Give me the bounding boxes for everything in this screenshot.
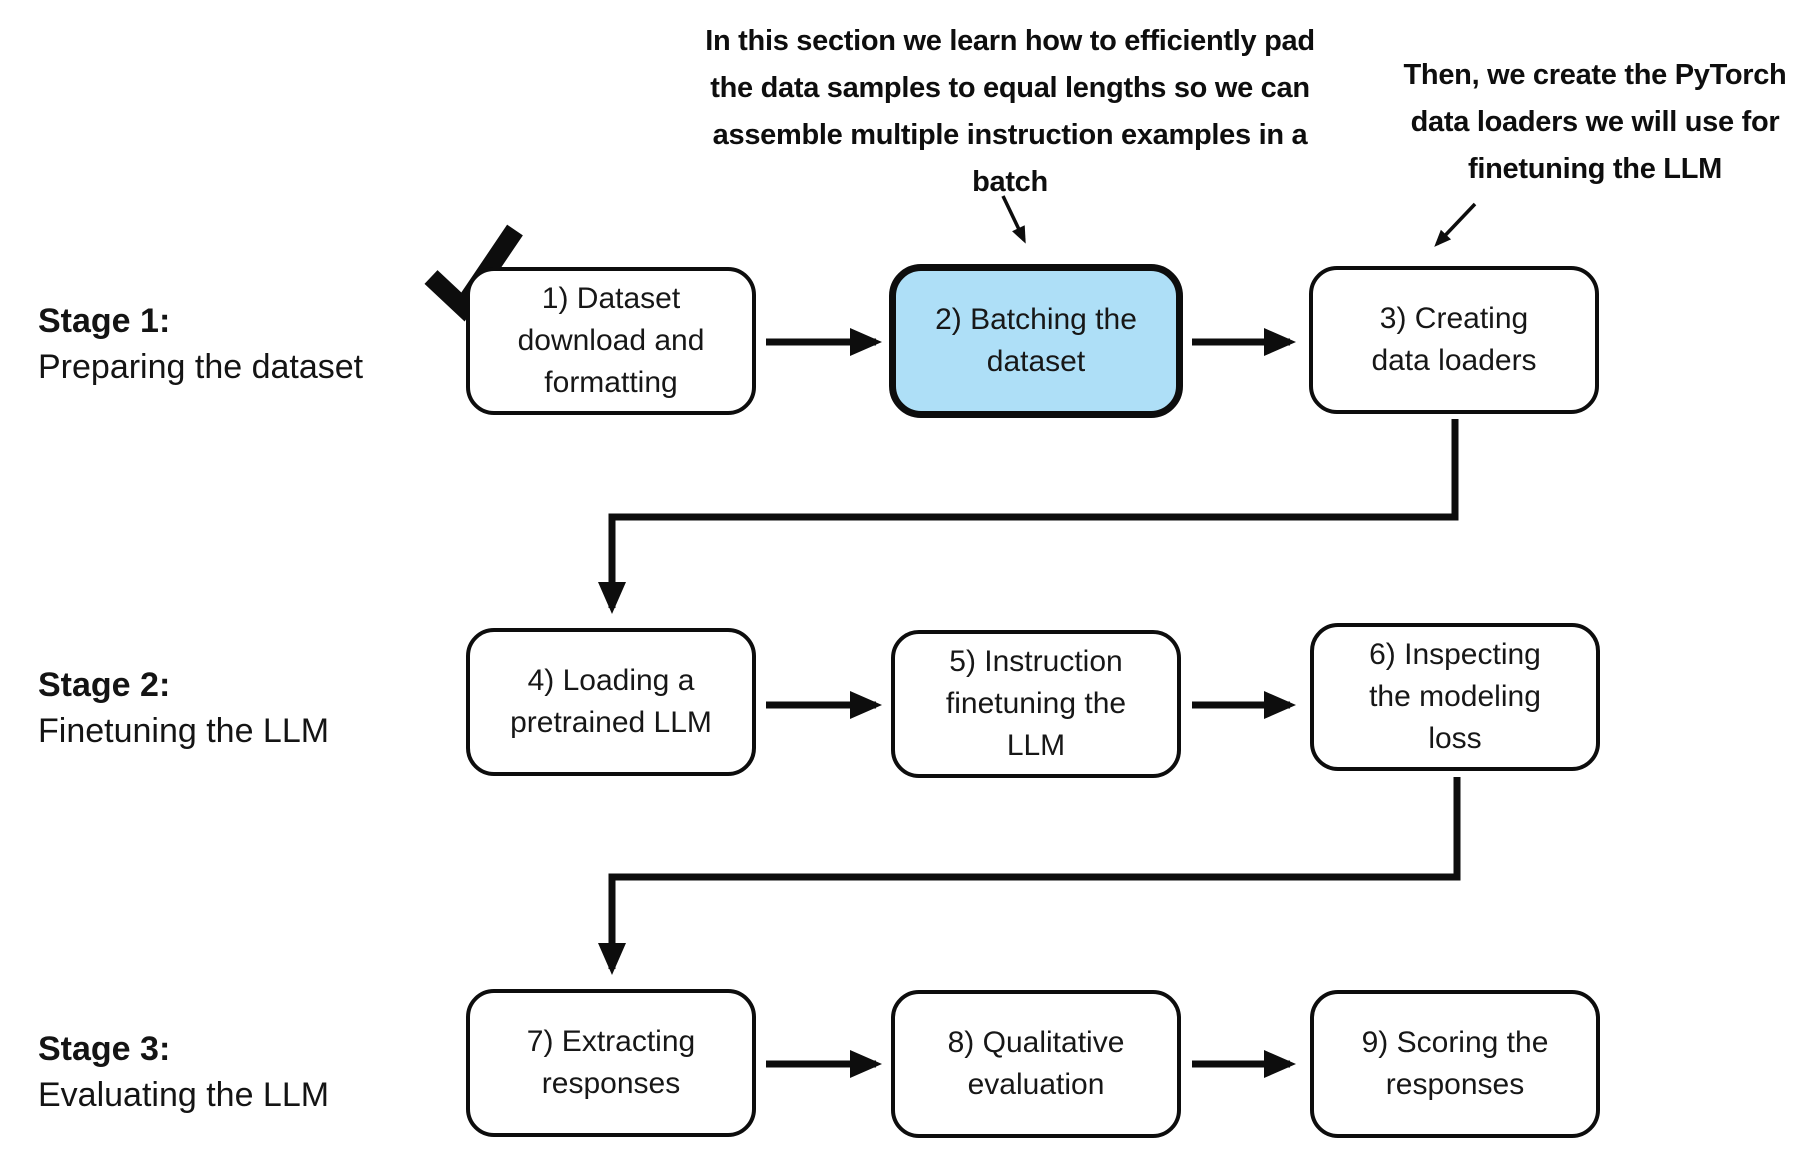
connector-box3-box4: [598, 419, 1459, 614]
stage-1-title: Stage 1:: [38, 302, 171, 340]
stage-3-title: Stage 3:: [38, 1030, 171, 1068]
stage-1-label: Stage 1: Preparing the dataset: [38, 298, 363, 390]
stage-3-subtitle: Evaluating the LLM: [38, 1076, 330, 1114]
stage-3-label: Stage 3: Evaluating the LLM: [38, 1026, 329, 1118]
stage-2-title: Stage 2:: [38, 666, 171, 704]
stage-2-subtitle: Finetuning the LLM: [38, 712, 330, 750]
connector-box6-box7: [598, 777, 1461, 975]
annotation2-pointer-arrow: [1434, 202, 1477, 247]
stage-2-label: Stage 2: Finetuning the LLM: [38, 662, 329, 754]
stage-1-subtitle: Preparing the dataset: [38, 348, 364, 386]
annotation-batching-note: In this section we learn how to efficien…: [705, 25, 1315, 198]
